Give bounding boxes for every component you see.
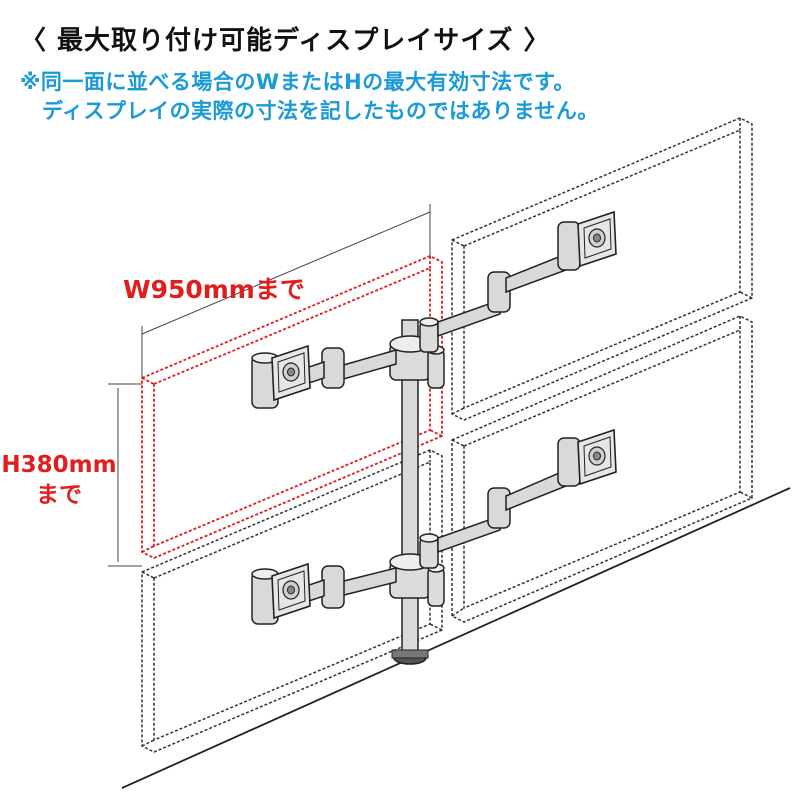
page-title: 〈 最大取り付け可能ディスプレイサイズ 〉 [20, 26, 551, 56]
bottom-pole-hub [389, 533, 445, 607]
height-label: H380mm まで [0, 450, 118, 510]
height-dimension [108, 383, 142, 567]
monitor-right-top [451, 117, 753, 421]
arm-right-top [437, 211, 617, 338]
arm-left-top [251, 345, 397, 409]
top-pole-hub [389, 317, 445, 389]
width-dimension [141, 204, 431, 378]
height-label-suffix: まで [36, 482, 82, 508]
monitor-left-bottom [141, 449, 443, 753]
arm-right-bottom [437, 429, 617, 554]
arm-left-bottom [251, 563, 397, 625]
note-line-1: ※同一面に並べる場合のWまたはHの最大有効寸法です。 [20, 70, 576, 94]
height-label-value: H380mm [1, 452, 117, 478]
wall-line [121, 487, 791, 789]
monitor-right-bottom [451, 315, 753, 623]
note-line-2: ディスプレイの実際の寸法を記したものではありません。 [42, 99, 599, 123]
width-label: W950mmまで [123, 275, 305, 304]
